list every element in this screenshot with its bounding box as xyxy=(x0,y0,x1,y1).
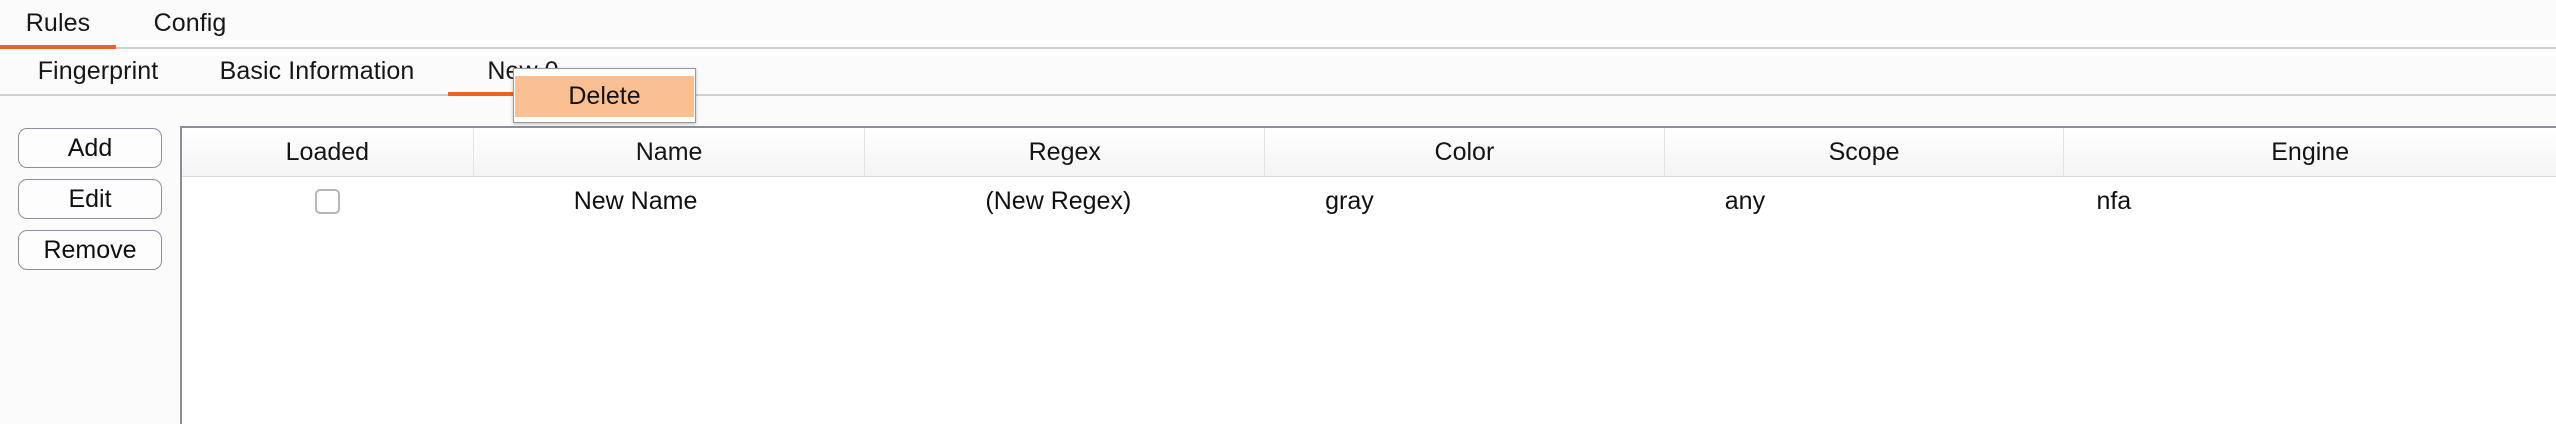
tab-fingerprint-label: Fingerprint xyxy=(37,57,159,85)
cell-regex: (New Regex) xyxy=(985,186,1132,215)
context-menu: Delete xyxy=(513,68,696,123)
column-header-regex[interactable]: Regex xyxy=(865,128,1266,176)
action-sidebar: Add Edit Remove xyxy=(0,96,180,424)
table-header-row: Loaded Name Regex Color Scope Engine xyxy=(182,128,2556,177)
tab-rules-active-indicator xyxy=(0,45,116,49)
content-area: Add Edit Remove Loaded Name Regex Color … xyxy=(0,96,2556,424)
tab-basic-information-label: Basic Information xyxy=(219,57,415,85)
cell-name: New Name xyxy=(573,186,698,215)
tab-config[interactable]: Config xyxy=(130,0,250,47)
cell-scope: any xyxy=(1724,186,1766,215)
column-header-name[interactable]: Name xyxy=(474,128,866,176)
rules-table: Loaded Name Regex Color Scope Engine New… xyxy=(180,126,2556,424)
edit-button[interactable]: Edit xyxy=(18,179,162,219)
cell-color: gray xyxy=(1325,186,1374,215)
context-menu-item-delete[interactable]: Delete xyxy=(515,76,694,117)
column-header-engine[interactable]: Engine xyxy=(2271,137,2350,166)
tab-basic-information[interactable]: Basic Information xyxy=(196,49,438,94)
column-header-loaded[interactable]: Loaded xyxy=(182,128,474,176)
column-header-scope[interactable]: Scope xyxy=(1665,128,2065,176)
table-body: New Name (New Regex) gray any nfa xyxy=(182,177,2556,225)
cell-engine: nfa xyxy=(2096,186,2132,215)
tab-config-label: Config xyxy=(153,9,227,37)
column-header-color[interactable]: Color xyxy=(1265,128,1665,176)
cell-loaded xyxy=(182,188,474,214)
tab-fingerprint[interactable]: Fingerprint xyxy=(0,49,196,94)
remove-button[interactable]: Remove xyxy=(18,230,162,270)
tab-rules[interactable]: Rules xyxy=(0,0,116,49)
secondary-tab-bar: Fingerprint Basic Information New 0 xyxy=(0,49,2556,96)
tab-rules-label: Rules xyxy=(25,9,91,37)
loaded-checkbox[interactable] xyxy=(315,188,341,214)
table-row[interactable]: New Name (New Regex) gray any nfa xyxy=(182,177,2556,225)
primary-tab-bar: Rules Config xyxy=(0,0,2556,49)
add-button[interactable]: Add xyxy=(18,128,162,168)
